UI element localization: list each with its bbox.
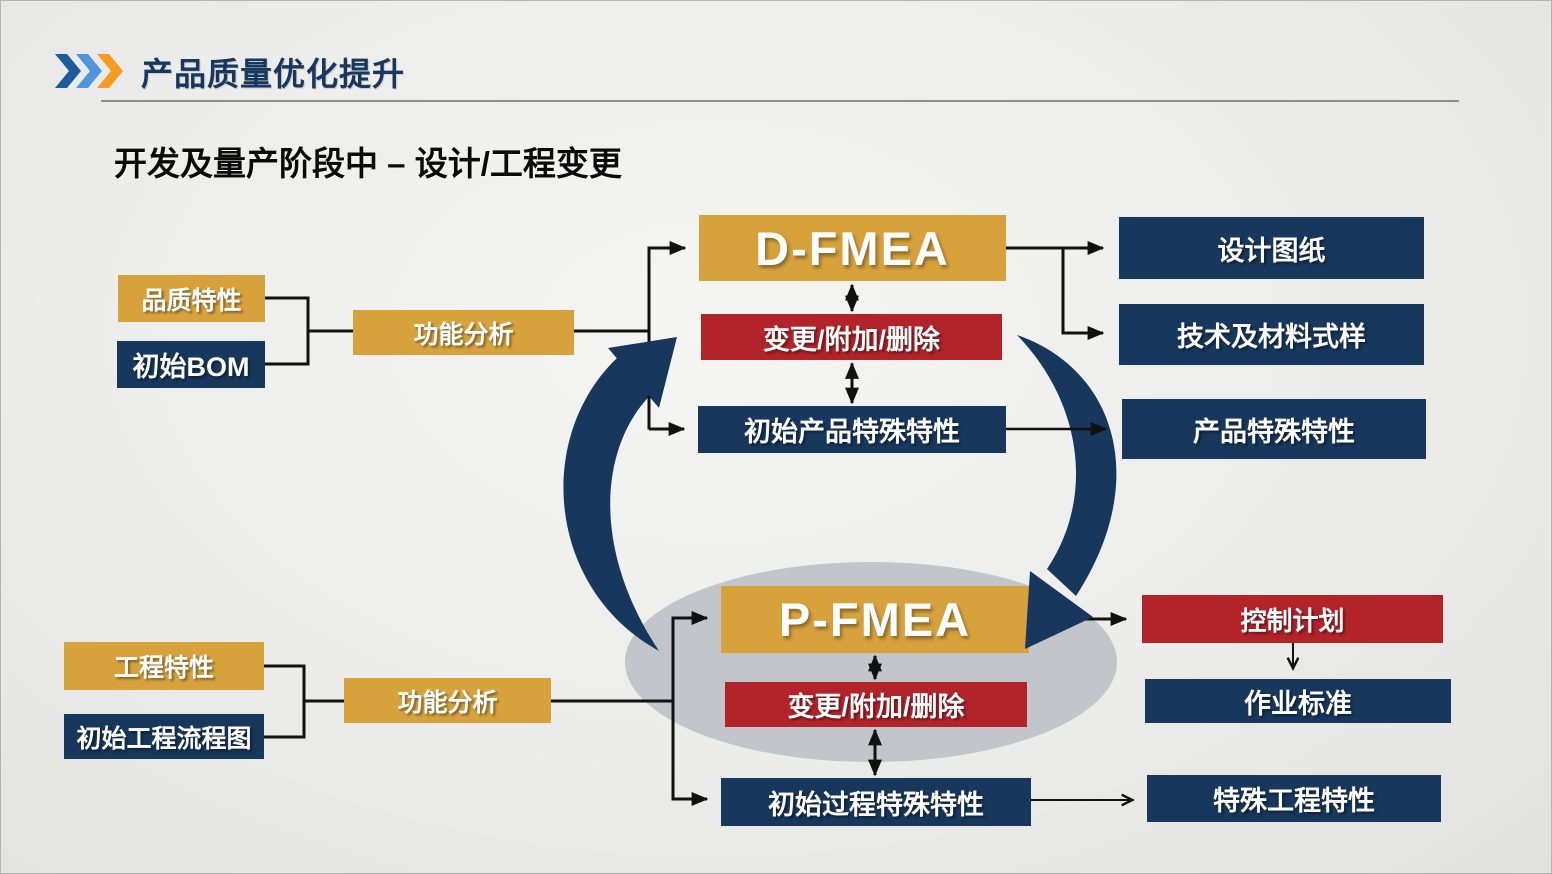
box-change-add-delete-bottom: 变更/附加/删除 [725, 682, 1027, 727]
box-special-engineering-characteristics: 特殊工程特性 [1147, 775, 1441, 822]
box-function-analysis-top: 功能分析 [353, 310, 574, 355]
box-initial-process-flow-diagram: 初始工程流程图 [64, 714, 264, 759]
box-initial-bom: 初始BOM [117, 341, 265, 388]
box-design-drawing: 设计图纸 [1119, 217, 1424, 279]
box-initial-product-special-characteristics: 初始产品特殊特性 [698, 406, 1006, 453]
cycle-arrow-left-head [608, 337, 677, 408]
cycle-arrow-left-body [563, 346, 664, 651]
box-work-standard: 作业标准 [1145, 679, 1451, 723]
box-tech-and-material-spec: 技术及材料式样 [1119, 304, 1424, 365]
box-product-special-characteristics: 产品特殊特性 [1122, 399, 1426, 459]
box-change-add-delete-top: 变更/附加/删除 [701, 314, 1002, 360]
triple-chevron-icon [55, 54, 123, 88]
cycle-arrow-right-body [1017, 335, 1117, 596]
box-d-fmea: D-FMEA [699, 215, 1006, 281]
box-function-analysis-bottom: 功能分析 [344, 678, 551, 723]
slide-subtitle: 开发及量产阶段中 – 设计/工程变更 [114, 145, 622, 182]
box-control-plan: 控制计划 [1142, 595, 1443, 643]
cycle-arrow-right-head [1025, 571, 1093, 649]
box-quality-characteristic: 品质特性 [118, 275, 265, 322]
box-engineering-characteristic: 工程特性 [64, 642, 264, 690]
title-underline [101, 100, 1459, 102]
page-title: 产品质量优化提升 [141, 56, 406, 92]
box-initial-process-special-characteristics: 初始过程特殊特性 [721, 778, 1031, 826]
box-p-fmea: P-FMEA [721, 586, 1029, 653]
